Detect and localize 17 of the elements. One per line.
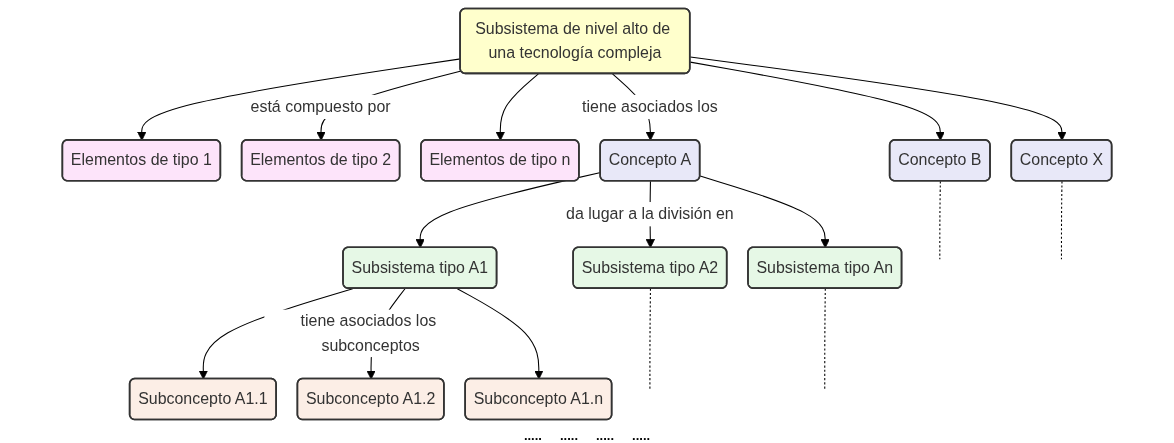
arrow	[699, 175, 830, 249]
ellipsis-dots: .....	[596, 428, 615, 443]
arrow	[689, 56, 1067, 141]
arrow	[456, 288, 544, 380]
connector	[649, 288, 651, 392]
edge-label: tiene asociados los	[582, 96, 718, 115]
edge-label: da lugar a la división en	[566, 204, 734, 223]
edge-label: está compuesto por	[250, 96, 391, 115]
arrow	[689, 61, 945, 141]
edge-label: tiene asociados los subconceptos	[300, 311, 437, 354]
connector	[1060, 180, 1063, 260]
ellipsis-dots: .....	[559, 428, 578, 443]
ellipsis-dots: .....	[523, 428, 542, 443]
ellipsis-dots: .....	[632, 428, 651, 443]
connector	[824, 288, 826, 392]
arrow	[495, 73, 539, 141]
connector	[939, 180, 941, 260]
